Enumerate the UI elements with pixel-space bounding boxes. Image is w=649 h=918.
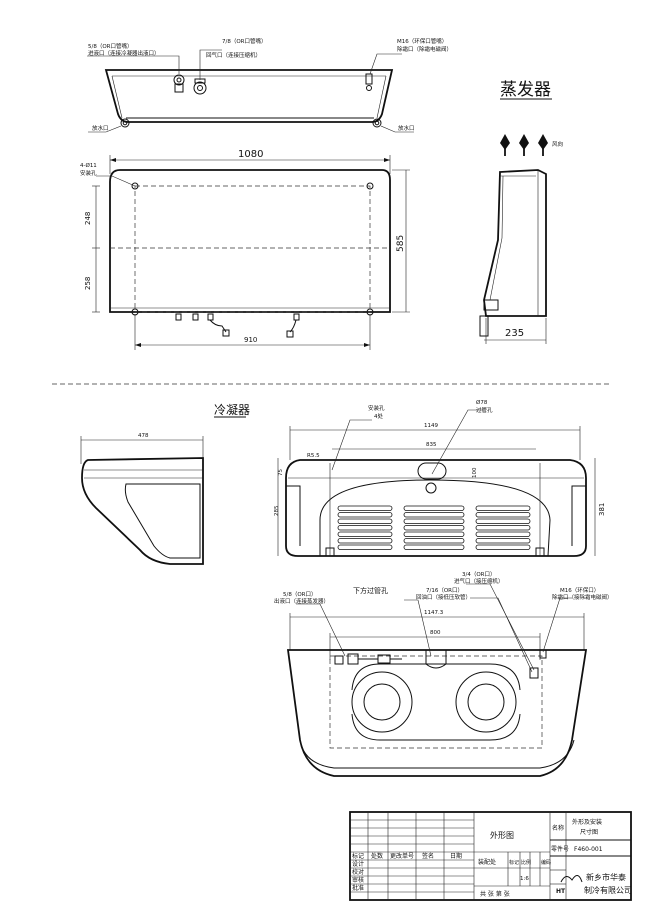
tb-r-change: 更改单号 (390, 852, 414, 860)
grille-slat (403, 518, 465, 524)
tb-mark: 标记 (509, 859, 519, 866)
grille-slat (475, 544, 531, 550)
tb-r-sign: 签名 (422, 852, 434, 860)
cond-dim-r: R5.5 (307, 453, 320, 459)
grille-slat (337, 518, 393, 524)
cond-bottom-ret-desc: 回油口（接低压软管） (416, 593, 471, 601)
evaporator-side-view (479, 169, 547, 344)
cond-dim-835: 835 (426, 442, 437, 448)
grille-slat (403, 512, 465, 518)
cond-bottom-pipe-hole: 下方过管孔 (353, 586, 388, 595)
tb-name-value-1: 外形及安装 (572, 818, 602, 826)
evap-port-gas-desc: 回气口（连接压缩机） (206, 51, 261, 59)
tb-name-value-2: 尺寸图 (580, 828, 598, 836)
evap-dim-height: 585 (396, 235, 406, 252)
cond-bottom-m16-desc: 除霜口（接除霜电磁阀） (552, 593, 613, 601)
condenser-bottom-view (286, 583, 588, 777)
evaporator-plan-view (92, 155, 410, 350)
grille-slat (475, 505, 531, 511)
grille-slat (475, 518, 531, 524)
cond-dim-side-width: 478 (138, 433, 149, 439)
cond-pipe-hole: Ø78 (476, 399, 488, 406)
tb-part-label: 零件号 (551, 845, 569, 853)
grille-slat (337, 512, 393, 518)
cond-bottom-m16-size: M16（环保口） (560, 586, 599, 594)
cond-pipe-hole-desc: 过管孔 (476, 406, 493, 414)
cond-dim-100: 100 (472, 467, 478, 478)
cond-dim-front-width: 1149 (424, 423, 438, 429)
evap-drain-left: 放水口 (92, 124, 109, 132)
tb-name-label: 名称 (552, 824, 564, 832)
evap-dim-left-top: 248 (84, 212, 92, 225)
grille-slat (403, 505, 465, 511)
evap-dim-depth: 235 (505, 328, 524, 339)
tb-ratio: 比例 (521, 859, 531, 866)
cond-dim-800: 800 (430, 630, 441, 636)
tb-review: 审核 (352, 876, 364, 884)
evap-port-defrost-desc: 除霜口（除霜电磁阀） (397, 45, 452, 53)
evap-holes-spec: 4-Ø11 (80, 162, 97, 169)
tb-r-count: 处数 (371, 852, 383, 860)
evap-holes-desc: 安装孔 (80, 169, 97, 177)
evaporator-title: 蒸发器 (500, 80, 551, 100)
grille-slat (475, 538, 531, 544)
tb-sheets: 共 张 第 张 (480, 890, 510, 898)
tb-part-value: F460-001 (574, 846, 603, 853)
evap-dim-width: 1080 (238, 149, 263, 160)
evap-dim-left-bottom: 258 (84, 277, 92, 290)
cond-dim-1147: 1147.3 (424, 610, 444, 616)
cond-dim-381: 381 (598, 503, 606, 516)
evap-port-gas-size: 7/8（OR口管嘴） (222, 37, 267, 45)
cond-bottom-liquid-size: 5/8（OR口） (283, 591, 317, 598)
cond-bottom-ret-size: 7/16（OR口） (426, 587, 463, 594)
evaporator-front-view (87, 49, 414, 133)
tb-proof: 校对 (352, 868, 364, 876)
tb-r-date: 日期 (450, 852, 462, 860)
condenser-front-view (277, 409, 596, 557)
cond-hole-label: 安装孔 (368, 404, 385, 412)
tb-design: 设计 (352, 860, 364, 868)
condenser-side-view (80, 436, 204, 565)
cond-dim-75: 75 (278, 469, 284, 476)
evap-port-liquid-size: 5/8（OR口管嘴） (88, 42, 133, 50)
grille-slat (403, 531, 465, 537)
grille-slat (403, 525, 465, 531)
grille-slat (475, 512, 531, 518)
grille-slat (337, 505, 393, 511)
condenser-grille (337, 505, 531, 550)
cond-hole-count: 4处 (374, 412, 383, 420)
condenser-title: 冷凝器 (214, 402, 250, 417)
grille-slat (403, 544, 465, 550)
cond-dim-285: 285 (274, 505, 280, 516)
tb-assembly: 装配处 (478, 858, 496, 866)
tb-drawing-name: 外形图 (490, 830, 514, 840)
grille-slat (475, 525, 531, 531)
cond-bottom-in-size: 3/4（OR口） (462, 571, 496, 578)
cond-bottom-liquid-desc: 出液口（连接蒸发器） (274, 597, 329, 605)
tb-r-mark: 标记 (352, 852, 364, 860)
tb-scale-value: 1:6 (520, 876, 529, 882)
title-block (349, 811, 632, 901)
tb-approve: 批准 (352, 884, 364, 892)
evap-dim-bottom: 910 (244, 336, 257, 344)
tb-code: 编码 (541, 859, 551, 866)
evap-drain-right: 放水口 (398, 124, 415, 132)
company-logo: HT (556, 875, 583, 895)
grille-slat (475, 531, 531, 537)
wind-direction-arrows (500, 134, 548, 156)
grille-slat (337, 538, 393, 544)
tb-company-2: 制冷有限公司 (584, 885, 632, 895)
wind-direction-label: 风向 (552, 140, 563, 148)
grille-slat (403, 538, 465, 544)
cond-bottom-in-desc: 进气口（接压缩机） (454, 577, 504, 585)
company-logo-text: HT (556, 888, 566, 895)
evap-port-defrost-size: M16（环保口管嘴） (397, 37, 447, 45)
tb-company-1: 新乡市华泰 (586, 872, 626, 882)
grille-slat (337, 525, 393, 531)
evap-port-liquid-desc: 进液口（连接冷凝器出液口） (88, 49, 160, 57)
grille-slat (337, 531, 393, 537)
grille-slat (337, 544, 393, 550)
